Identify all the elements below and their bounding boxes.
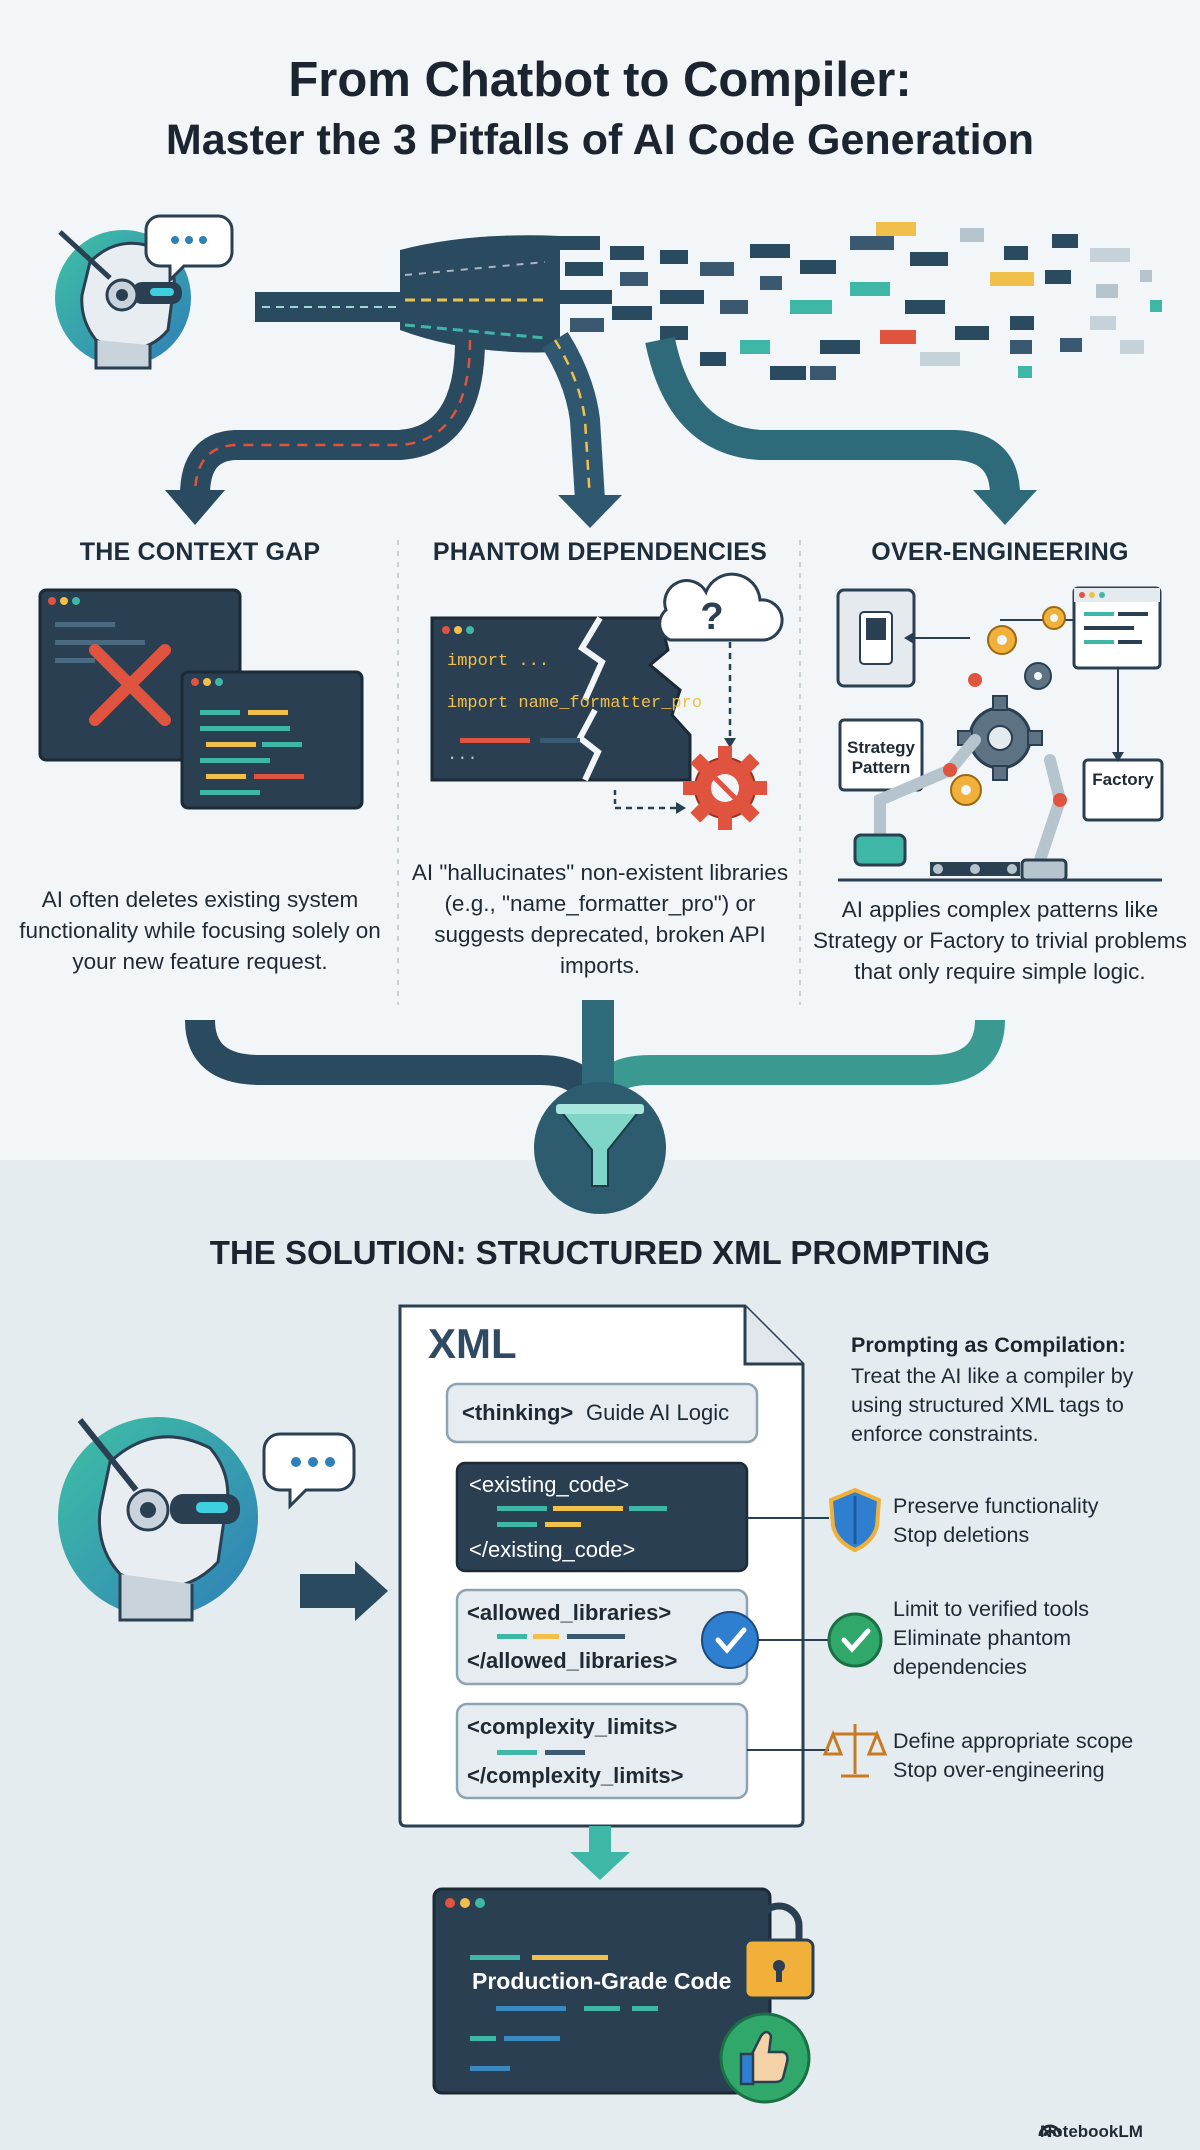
- thinking-tag: <thinking>: [462, 1400, 574, 1425]
- complexity-limits-close: </complexity_limits>: [467, 1763, 684, 1788]
- pitfall-title-phantom-deps: PHANTOM DEPENDENCIES: [432, 538, 768, 566]
- code-import-phantom: import name_formatter_pro: [447, 694, 703, 713]
- main-title: From Chatbot to Compiler:: [288, 53, 912, 107]
- branch-pipes: [180, 332, 1020, 501]
- pitfall-title-context-gap: THE CONTEXT GAP: [79, 538, 321, 566]
- compilation-desc: Treat the AI like a compiler by using st…: [851, 1364, 1134, 1446]
- arrow-down-right: [973, 490, 1037, 525]
- benefit-scope: Define appropriate scope Stop over-engin…: [893, 1727, 1183, 1785]
- code-import-generic: import ...: [447, 652, 550, 671]
- benefit-connectors: [747, 1517, 829, 1751]
- factory-label: Factory: [1092, 770, 1154, 789]
- question-mark-icon: ?: [700, 596, 724, 638]
- xml-document: [398, 1304, 805, 1828]
- benefit-line2: Eliminate phantom dependencies: [893, 1626, 1072, 1679]
- benefit-line2: Stop deletions: [893, 1523, 1030, 1547]
- top-background: [0, 0, 1200, 1160]
- xml-doc-label: XML: [428, 1320, 517, 1367]
- verified-badge-icon: [701, 1611, 759, 1669]
- allowed-libraries-open: <allowed_libraries>: [467, 1600, 672, 1625]
- complexity-limits-open: <complexity_limits>: [467, 1714, 678, 1739]
- arrow-down-left: [165, 490, 225, 525]
- robot-avatar-top: [55, 214, 234, 370]
- benefit-line1: Preserve functionality: [893, 1494, 1099, 1518]
- pitfall-desc-phantom-deps: AI "hallucinates" non-existent libraries…: [411, 860, 789, 978]
- context-gap-illustration: [38, 588, 364, 810]
- check-badge-icon: [827, 1612, 883, 1668]
- brand-label: NotebookLM: [1040, 2122, 1143, 2141]
- shield-icon: [828, 1487, 882, 1553]
- solution-title: THE SOLUTION: STRUCTURED XML PROMPTING: [209, 1234, 991, 1271]
- code-stream: [255, 222, 1162, 380]
- benefit-line1: Define appropriate scope: [893, 1729, 1134, 1753]
- existing-code-close: </existing_code>: [469, 1537, 636, 1562]
- scales-icon: [822, 1724, 888, 1778]
- pitfall-title-over-engineering: OVER-ENGINEERING: [871, 538, 1129, 566]
- benefit-line2: Stop over-engineering: [893, 1758, 1105, 1782]
- production-code-window: [432, 1887, 772, 2095]
- benefit-verified: Limit to verified tools Eliminate phanto…: [893, 1595, 1183, 1682]
- allowed-libraries-close: </allowed_libraries>: [467, 1648, 678, 1673]
- benefit-preserve: Preserve functionality Stop deletions: [893, 1492, 1183, 1550]
- main-subtitle: Master the 3 Pitfalls of AI Code Generat…: [165, 116, 1035, 164]
- production-code-label: Production-Grade Code: [472, 1968, 732, 1994]
- lock-icon: [743, 1902, 815, 2000]
- arrow-to-output: [570, 1826, 630, 1880]
- funnel-icon: [534, 1082, 666, 1214]
- thinking-text: Guide AI Logic: [586, 1400, 730, 1425]
- arrow-down-center: [558, 495, 622, 528]
- over-engineering-illustration: [836, 586, 1164, 882]
- benefit-line1: Limit to verified tools: [893, 1597, 1089, 1621]
- robot-avatar-bottom: [58, 1417, 388, 1622]
- strategy-pattern-label: Strategy Pattern: [846, 738, 916, 777]
- pitfall-desc-context-gap: AI often deletes existing system functio…: [19, 887, 381, 974]
- phantom-deps-illustration: [430, 572, 784, 830]
- code-ellipsis: ...: [447, 746, 478, 765]
- pitfall-desc-over-engineering: AI applies complex patterns like Strateg…: [813, 897, 1187, 984]
- notebooklm-logo-icon: [1038, 2124, 1062, 2137]
- thumbs-up-icon: [719, 2012, 811, 2104]
- existing-code-open: <existing_code>: [469, 1472, 630, 1497]
- compilation-title: Prompting as Compilation:: [851, 1333, 1126, 1357]
